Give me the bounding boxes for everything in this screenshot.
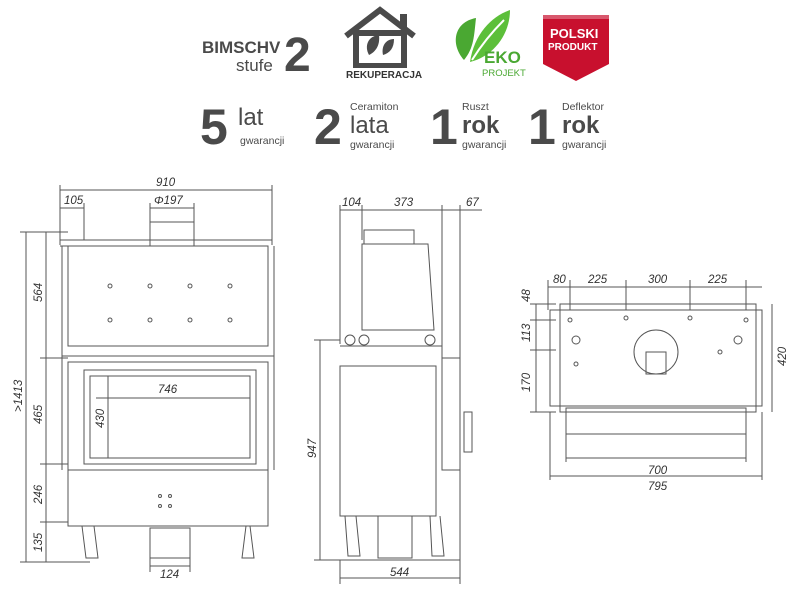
guarantee-1-rok-deflektor: 1 Deflektor rok gwarancji [528, 98, 628, 158]
guarantee-number: 1 [528, 99, 556, 155]
front-dim-left-offset: 105 [64, 195, 84, 207]
rekuperacja-label: REKUPERACJA [346, 70, 423, 81]
front-dim-top-height: 564 [33, 283, 45, 302]
top-dim-700: 700 [648, 465, 668, 477]
side-dim-top-right: 67 [466, 197, 479, 209]
side-dim-top-mid: 373 [394, 197, 414, 209]
bimschv-stufe: stufe [236, 56, 273, 75]
top-dim-795: 795 [648, 481, 668, 493]
guarantee-caption: gwarancji [562, 139, 607, 151]
guarantee-caption: gwarancji [350, 139, 395, 151]
guarantee-word: rok [462, 112, 500, 139]
guarantee-number: 5 [200, 99, 228, 155]
guarantee-caption: gwarancji [462, 139, 507, 151]
guarantee-number: 1 [430, 99, 458, 155]
top-dim-225-a: 225 [587, 274, 608, 286]
guarantee-word: lat [238, 104, 264, 131]
front-dim-flue: Φ197 [154, 195, 183, 207]
top-dim-225-b: 225 [707, 274, 728, 286]
front-dim-glass-width: 746 [158, 384, 178, 396]
bimschv-badge: BIMSCHV stufe 2 [200, 22, 320, 82]
polski-line2: PRODUKT [548, 42, 598, 53]
top-dim-80: 80 [553, 274, 566, 286]
side-dim-height: 947 [307, 438, 319, 458]
eko-subtitle: PROJEKT [482, 68, 526, 79]
top-view [530, 280, 773, 480]
front-view [20, 185, 275, 572]
top-dim-420: 420 [777, 346, 789, 366]
front-dim-total-height: >1413 [13, 379, 25, 412]
front-dim-bottom-height: 246 [33, 484, 45, 505]
polski-produkt-badge: POLSKI PRODUKT [540, 12, 612, 84]
guarantee-prefix: Ruszt [462, 101, 489, 113]
guarantee-1-rok-ruszt: 1 Ruszt rok gwarancji [430, 98, 530, 158]
bimschv-number: 2 [284, 29, 311, 82]
top-dim-170: 170 [521, 372, 533, 392]
guarantee-prefix: Deflektor [562, 101, 605, 113]
top-dim-300: 300 [648, 274, 668, 286]
polski-line1: POLSKI [550, 26, 599, 41]
rekuperacja-badge: REKUPERACJA [340, 6, 423, 82]
guarantee-number: 2 [314, 99, 342, 155]
front-dim-leg-width: 124 [160, 569, 179, 581]
side-dim-top-left: 104 [342, 197, 361, 209]
side-view [314, 205, 482, 584]
top-dim-48: 48 [521, 289, 533, 302]
guarantee-prefix: Ceramiton [350, 101, 399, 113]
guarantee-5-lat: 5 lat gwarancji [200, 98, 310, 158]
house-leaf-icon [344, 6, 416, 69]
bimschv-label: BIMSCHV [202, 38, 281, 57]
guarantee-word: lata [350, 112, 389, 139]
top-dim-113: 113 [521, 323, 533, 342]
eko-badge: EKO PROJEKT [444, 4, 526, 84]
front-dim-glass-height: 430 [95, 408, 107, 428]
front-upper-holes [107, 283, 233, 323]
eko-title: EKO [484, 48, 521, 67]
eko-leaf-icon [455, 10, 510, 62]
guarantee-word: rok [562, 112, 600, 139]
front-dim-door-height: 465 [33, 404, 45, 424]
front-dim-legs-height: 135 [33, 532, 45, 552]
guarantee-2-lata: 2 Ceramiton lata gwarancji [314, 98, 424, 158]
guarantee-caption: gwarancji [240, 135, 285, 147]
polski-flag-shape [543, 15, 609, 81]
side-dim-depth: 544 [390, 567, 409, 579]
front-dim-width: 910 [156, 177, 176, 189]
